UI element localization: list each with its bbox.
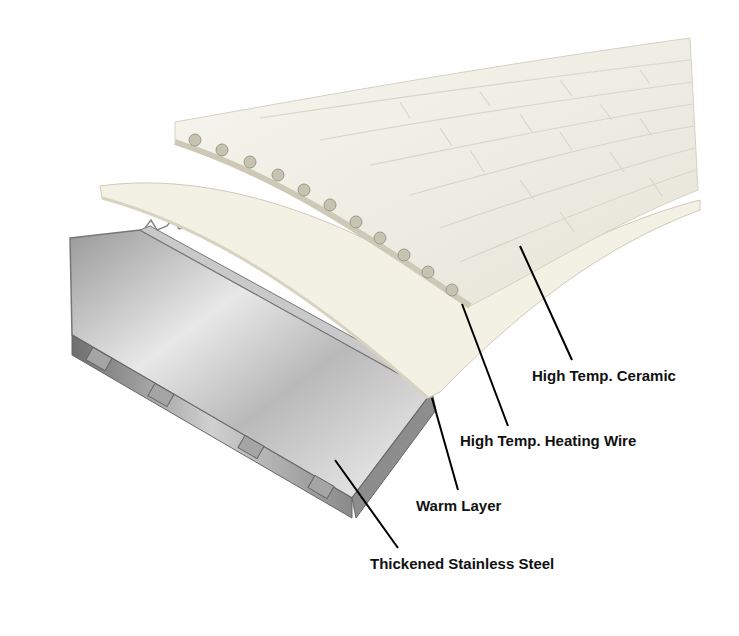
part-label: High Temp. Ceramic <box>532 367 676 385</box>
part-label: Warm Layer <box>416 497 501 515</box>
part-label: High Temp. Heating Wire <box>460 432 636 450</box>
part-label: Thickened Stainless Steel <box>370 555 554 573</box>
ceramic-layer <box>175 38 698 306</box>
leader-lines <box>335 246 572 548</box>
